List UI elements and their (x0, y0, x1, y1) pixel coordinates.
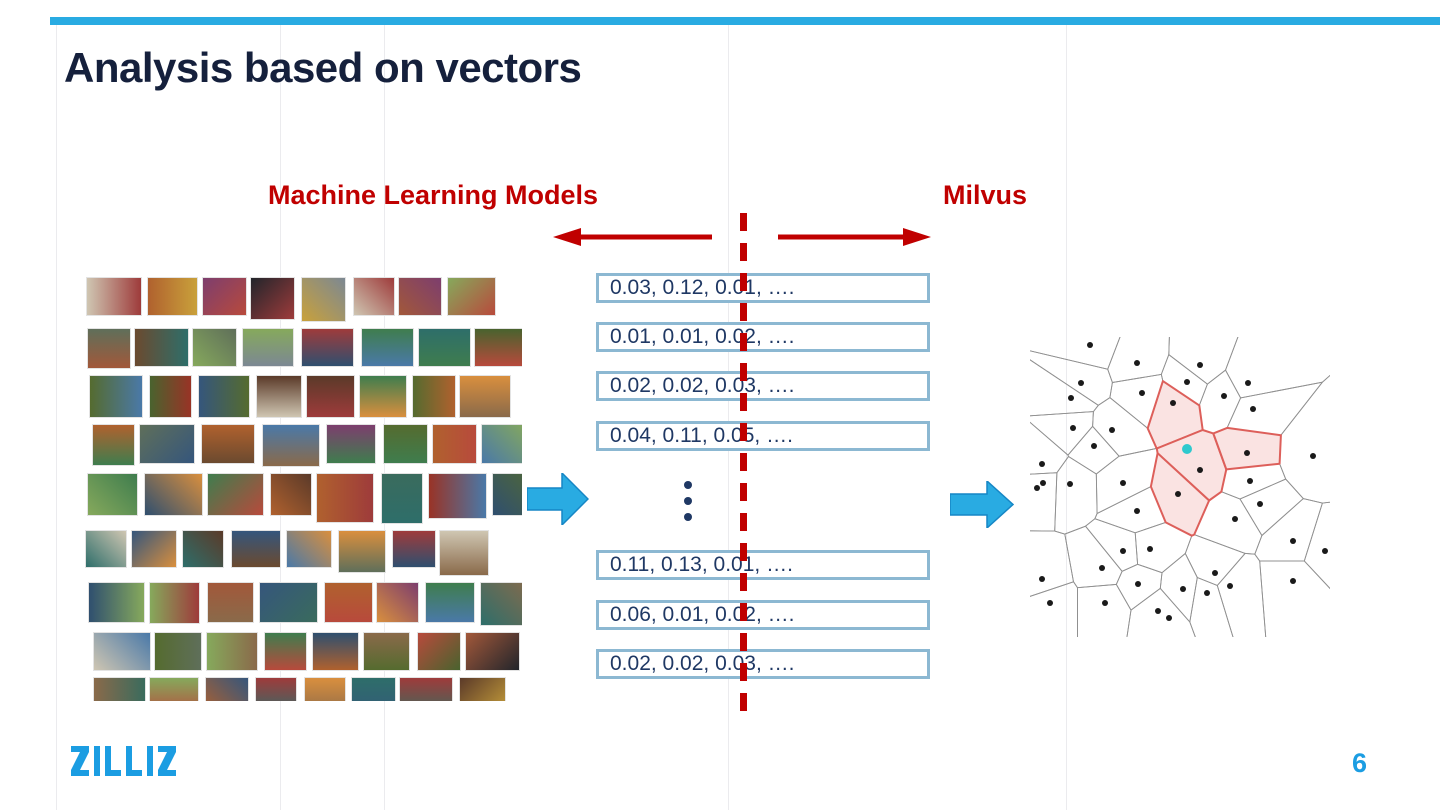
voronoi-diagram (1004, 311, 1356, 663)
collage-tile (425, 582, 475, 623)
vector-box: 0.06, 0.01, 0.02, …. (596, 600, 930, 630)
collage-tile (326, 424, 376, 464)
collage-tile (264, 632, 307, 671)
collage-tile (149, 375, 192, 418)
collage-tile (149, 582, 200, 624)
collage-tile (376, 582, 419, 623)
collage-tile (147, 277, 198, 316)
collage-tile (192, 328, 237, 367)
vector-box: 0.01, 0.01, 0.02, …. (596, 322, 930, 352)
flow-arrow-vectors-to-milvus (950, 481, 1014, 528)
collage-tile (418, 328, 471, 367)
collage-tile (439, 530, 489, 576)
collage-tile (361, 328, 414, 367)
collage-tile (447, 277, 496, 316)
collage-tile (383, 424, 428, 464)
collage-tile (465, 632, 520, 671)
collage-tile (301, 328, 354, 367)
collage-tile (338, 530, 386, 573)
collage-tile (316, 473, 374, 523)
collage-tile (242, 328, 294, 367)
collage-tile (139, 424, 195, 464)
collage-tile (256, 375, 302, 418)
page-title: Analysis based on vectors (64, 44, 582, 91)
zilliz-logo-glyphs (71, 746, 176, 776)
vertical-ellipsis-icon (684, 481, 692, 521)
collage-tile (262, 424, 320, 467)
collage-tile (87, 473, 138, 516)
collage-tile (86, 277, 142, 316)
collage-tile (381, 473, 423, 524)
vector-box: 0.04, 0.11, 0.05, …. (596, 421, 930, 451)
collage-tile (428, 473, 487, 519)
vector-box: 0.02, 0.02, 0.03, …. (596, 649, 930, 679)
page-number: 6 (1352, 748, 1368, 778)
slide-gridline (728, 25, 729, 810)
collage-tile (182, 530, 224, 568)
collage-tile (198, 375, 250, 418)
collage-tile (92, 424, 135, 466)
collage-tile (392, 530, 436, 568)
collage-tile (154, 632, 202, 671)
collage-tile (351, 677, 396, 701)
collage-tile (206, 632, 258, 671)
collage-tile (85, 530, 127, 568)
voronoi-wrap (1004, 311, 1356, 663)
collage-tile (353, 277, 395, 316)
milvus-label: Milvus (943, 180, 1028, 210)
divider-dashed-line (740, 213, 747, 721)
right-red-arrow (778, 228, 931, 246)
collage-tile (205, 677, 249, 701)
slide-gridline (56, 25, 57, 810)
ml-models-label: Machine Learning Models (268, 180, 599, 210)
vector-box: 0.02, 0.02, 0.03, …. (596, 371, 930, 401)
collage-tile (492, 473, 522, 516)
slide-gridline (1066, 25, 1067, 810)
collage-tile (359, 375, 407, 418)
collage-tile (93, 632, 151, 671)
collage-tile (259, 582, 318, 623)
collage-tile (202, 277, 247, 316)
collage-tile (459, 677, 506, 701)
vector-box: 0.03, 0.12, 0.01, …. (596, 273, 930, 303)
collage-tile (398, 277, 442, 316)
collage-tile (412, 375, 456, 418)
collage-tile (201, 424, 255, 464)
collage-tile (432, 424, 477, 464)
left-red-arrow (553, 228, 712, 246)
flow-arrow-images-to-vectors (527, 473, 589, 525)
collage-tile (87, 328, 131, 369)
collage-tile (399, 677, 453, 701)
collage-tile (306, 375, 355, 418)
collage-tile (207, 473, 264, 516)
collage-tile (474, 328, 522, 367)
vector-box: 0.11, 0.13, 0.01, …. (596, 550, 930, 580)
collage-tile (481, 424, 522, 464)
photo-collage (85, 277, 522, 701)
zilliz-logo: ZILLIZ (71, 746, 176, 781)
collage-tile (207, 582, 254, 623)
collage-tile (144, 473, 203, 516)
collage-tile (270, 473, 312, 516)
collage-tile (459, 375, 511, 418)
collage-tile (304, 677, 346, 701)
accent-bar (50, 17, 1440, 25)
collage-tile (286, 530, 332, 568)
collage-tile (255, 677, 297, 701)
collage-tile (89, 375, 143, 418)
collage-tile (231, 530, 281, 568)
collage-tile (480, 582, 522, 626)
collage-tile (88, 582, 145, 623)
collage-tile (312, 632, 359, 671)
collage-tile (301, 277, 346, 322)
collage-tile (417, 632, 461, 671)
collage-tile (324, 582, 373, 623)
collage-tile (363, 632, 410, 671)
collage-tile (134, 328, 189, 367)
collage-tile (93, 677, 146, 701)
collage-tile (250, 277, 295, 320)
collage-tile (149, 677, 199, 701)
collage-tile (131, 530, 177, 568)
